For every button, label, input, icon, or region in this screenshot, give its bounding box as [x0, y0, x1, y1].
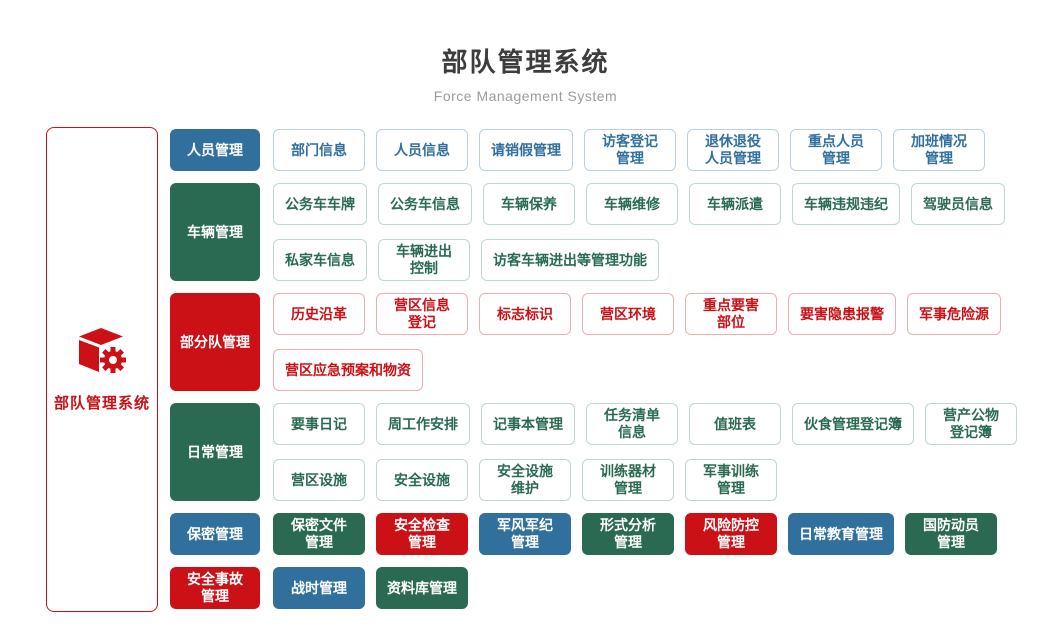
item-box[interactable]: 车辆进出控制 — [378, 239, 470, 281]
item-box[interactable]: 人员信息 — [376, 129, 468, 171]
item-box[interactable]: 训练器材管理 — [582, 459, 674, 501]
items-row: 营区设施安全设施安全设施维护训练器材管理军事训练管理 — [273, 459, 1017, 501]
group-daily: 日常管理要事日记周工作安排记事本管理任务清单信息值班表伙食管理登记簿营产公物登记… — [170, 403, 1017, 501]
items-row: 历史沿革营区信息登记标志标识营区环境重点要害部位要害隐患报警军事危险源 — [273, 293, 1001, 335]
item-box[interactable]: 重点要害部位 — [685, 293, 777, 335]
item-box[interactable]: 车辆保养 — [483, 183, 575, 225]
cube-gear-icon — [74, 327, 130, 377]
items-row: 要事日记周工作安排记事本管理任务清单信息值班表伙食管理登记簿营产公物登记簿 — [273, 403, 1017, 445]
item-box[interactable]: 伙食管理登记簿 — [792, 403, 914, 445]
item-box[interactable]: 周工作安排 — [376, 403, 470, 445]
item-box[interactable]: 重点人员管理 — [790, 129, 882, 171]
item-box[interactable]: 保密文件管理 — [273, 513, 365, 555]
items-row: 保密文件管理安全检查管理军风军纪管理形式分析管理风险防控管理日常教育管理国防动员… — [273, 513, 997, 555]
item-box[interactable]: 营区设施 — [273, 459, 365, 501]
page-header: 部队管理系统 Force Management System — [0, 42, 1051, 104]
item-box[interactable]: 车辆违规违纪 — [792, 183, 900, 225]
item-box[interactable]: 车辆维修 — [586, 183, 678, 225]
item-box[interactable]: 部门信息 — [273, 129, 365, 171]
item-box[interactable]: 要害隐患报警 — [788, 293, 896, 335]
item-box[interactable]: 营区环境 — [582, 293, 674, 335]
group-secrecy-items: 保密文件管理安全检查管理军风军纪管理形式分析管理风险防控管理日常教育管理国防动员… — [273, 513, 997, 555]
item-box[interactable]: 访客登记管理 — [584, 129, 676, 171]
item-box[interactable]: 战时管理 — [273, 567, 365, 609]
category-secrecy-button[interactable]: 保密管理 — [170, 513, 260, 555]
items-row: 战时管理资料库管理 — [273, 567, 468, 609]
item-box[interactable]: 国防动员管理 — [905, 513, 997, 555]
root-system-label: 部队管理系统 — [53, 394, 150, 412]
group-vehicle-items: 公务车车牌公务车信息车辆保养车辆维修车辆派遣车辆违规违纪驾驶员信息私家车信息车辆… — [273, 183, 1005, 281]
item-box[interactable]: 值班表 — [689, 403, 781, 445]
item-box[interactable]: 访客车辆进出等管理功能 — [481, 239, 659, 281]
root-system-node[interactable]: 部队管理系统 — [46, 127, 158, 612]
category-accident-button[interactable]: 安全事故管理 — [170, 567, 260, 609]
item-box[interactable]: 历史沿革 — [273, 293, 365, 335]
item-box[interactable]: 私家车信息 — [273, 239, 367, 281]
group-personnel-items: 部门信息人员信息请销假管理访客登记管理退休退役人员管理重点人员管理加班情况管理 — [273, 129, 985, 171]
page-subtitle: Force Management System — [433, 88, 618, 104]
group-secrecy: 保密管理保密文件管理安全检查管理军风军纪管理形式分析管理风险防控管理日常教育管理… — [170, 513, 1017, 555]
category-unit-button[interactable]: 部分队管理 — [170, 293, 260, 391]
items-row: 公务车车牌公务车信息车辆保养车辆维修车辆派遣车辆违规违纪驾驶员信息 — [273, 183, 1005, 225]
group-vehicle: 车辆管理公务车车牌公务车信息车辆保养车辆维修车辆派遣车辆违规违纪驾驶员信息私家车… — [170, 183, 1017, 281]
item-box[interactable]: 安全检查管理 — [376, 513, 468, 555]
item-box[interactable]: 退休退役人员管理 — [687, 129, 779, 171]
items-row: 私家车信息车辆进出控制访客车辆进出等管理功能 — [273, 239, 1005, 281]
category-daily-button[interactable]: 日常管理 — [170, 403, 260, 501]
items-row: 营区应急预案和物资 — [273, 349, 1001, 391]
item-box[interactable]: 形式分析管理 — [582, 513, 674, 555]
item-box[interactable]: 营区信息登记 — [376, 293, 468, 335]
item-box[interactable]: 加班情况管理 — [893, 129, 985, 171]
item-box[interactable]: 公务车车牌 — [273, 183, 367, 225]
item-box[interactable]: 安全设施 — [376, 459, 468, 501]
item-box[interactable]: 军事训练管理 — [685, 459, 777, 501]
item-box[interactable]: 记事本管理 — [481, 403, 575, 445]
item-box[interactable]: 军风军纪管理 — [479, 513, 571, 555]
item-box[interactable]: 安全设施维护 — [479, 459, 571, 501]
page-title: 部队管理系统 — [441, 47, 610, 77]
item-box[interactable]: 营产公物登记簿 — [925, 403, 1017, 445]
groups-container: 人员管理部门信息人员信息请销假管理访客登记管理退休退役人员管理重点人员管理加班情… — [170, 129, 1017, 609]
category-personnel-button[interactable]: 人员管理 — [170, 129, 260, 171]
item-box[interactable]: 标志标识 — [479, 293, 571, 335]
item-box[interactable]: 要事日记 — [273, 403, 365, 445]
item-box[interactable]: 资料库管理 — [376, 567, 468, 609]
group-personnel: 人员管理部门信息人员信息请销假管理访客登记管理退休退役人员管理重点人员管理加班情… — [170, 129, 1017, 171]
item-box[interactable]: 请销假管理 — [479, 129, 573, 171]
group-unit-items: 历史沿革营区信息登记标志标识营区环境重点要害部位要害隐患报警军事危险源营区应急预… — [273, 293, 1001, 391]
group-daily-items: 要事日记周工作安排记事本管理任务清单信息值班表伙食管理登记簿营产公物登记簿营区设… — [273, 403, 1017, 501]
item-box[interactable]: 驾驶员信息 — [911, 183, 1005, 225]
group-unit: 部分队管理历史沿革营区信息登记标志标识营区环境重点要害部位要害隐患报警军事危险源… — [170, 293, 1017, 391]
item-box[interactable]: 车辆派遣 — [689, 183, 781, 225]
category-vehicle-button[interactable]: 车辆管理 — [170, 183, 260, 281]
items-row: 部门信息人员信息请销假管理访客登记管理退休退役人员管理重点人员管理加班情况管理 — [273, 129, 985, 171]
item-box[interactable]: 日常教育管理 — [788, 513, 894, 555]
group-accident: 安全事故管理战时管理资料库管理 — [170, 567, 1017, 609]
group-accident-items: 战时管理资料库管理 — [273, 567, 468, 609]
item-box[interactable]: 营区应急预案和物资 — [273, 349, 423, 391]
item-box[interactable]: 风险防控管理 — [685, 513, 777, 555]
item-box[interactable]: 公务车信息 — [378, 183, 472, 225]
item-box[interactable]: 军事危险源 — [907, 293, 1001, 335]
item-box[interactable]: 任务清单信息 — [586, 403, 678, 445]
